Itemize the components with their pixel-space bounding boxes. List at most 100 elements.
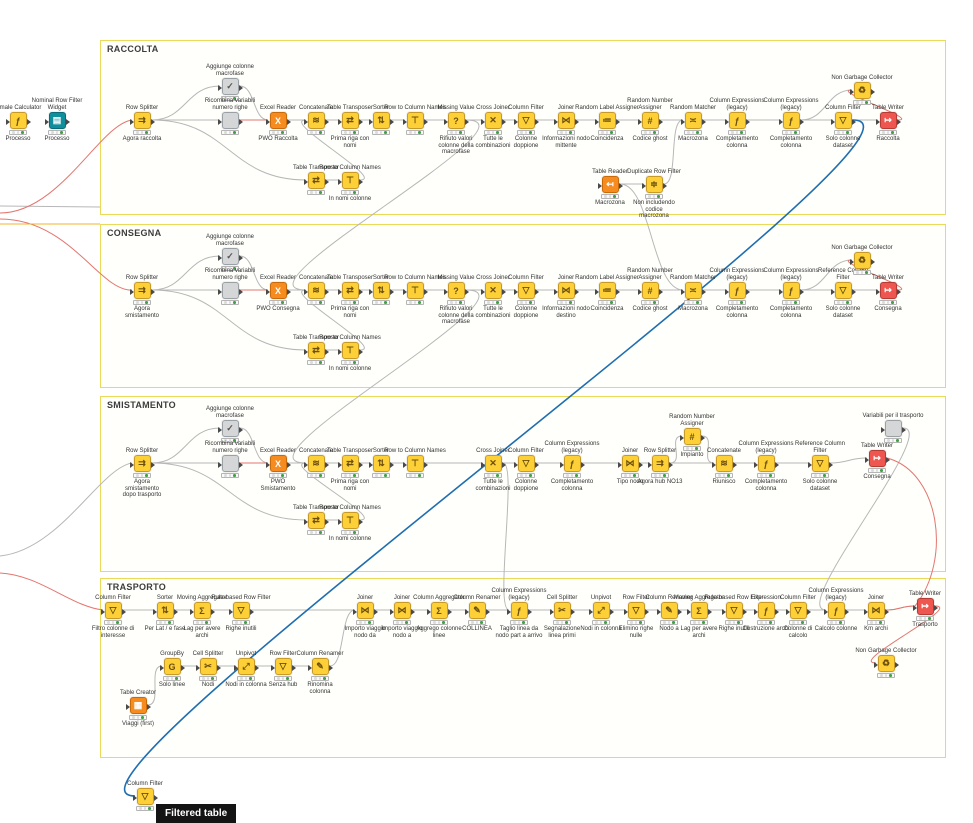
random-label-assigner-icon[interactable]: ≔	[594, 112, 620, 129]
duplicate-row-filter-icon[interactable]: ≑	[641, 176, 667, 193]
column-expressions-icon[interactable]: ƒ	[753, 455, 779, 472]
joiner-icon[interactable]: ⋈	[553, 282, 579, 299]
node-glyph: ⇉	[138, 458, 146, 468]
node-duplicate-row-filter[interactable]: Duplicate Row Filter≑Non includendo codi…	[622, 169, 686, 220]
row-to-column-names-icon[interactable]: ⊤	[402, 282, 428, 299]
node-constant-column[interactable]: Aggiunge colonne macrofase✓	[198, 64, 262, 102]
node-table-creator[interactable]: Table Creator▦Viaggi (first)	[106, 690, 170, 728]
nominal-row-filter-widget-icon[interactable]: ▤	[44, 112, 70, 129]
node-label: Rinomina colonna	[307, 682, 333, 695]
merge-variables-icon[interactable]	[217, 282, 243, 299]
column-expressions-icon[interactable]: ƒ	[724, 112, 750, 129]
column-renamer-icon[interactable]: ✎	[464, 602, 490, 619]
node-glyph: ✂	[204, 661, 212, 671]
node-rule-based-row-filter[interactable]: Rule-based Row Filter▽Righe inutili	[209, 595, 273, 633]
node-row-to-column-names[interactable]: Row to Column Names⊤In nomi colonne	[318, 165, 382, 203]
joiner-icon[interactable]: ⋈	[863, 602, 889, 619]
row-splitter-icon[interactable]: ⇉	[129, 455, 155, 472]
node-row-to-column-names[interactable]: Row to Column Names⊤	[383, 448, 447, 479]
row-splitter-icon[interactable]: ⇉	[129, 112, 155, 129]
table-creator-icon[interactable]: ▦	[125, 697, 151, 714]
random-label-assigner-icon[interactable]: ≔	[594, 282, 620, 299]
random-number-assigner-icon[interactable]: #	[637, 112, 663, 129]
column-filter-icon[interactable]: ▽	[513, 282, 539, 299]
merge-variables-icon[interactable]	[217, 112, 243, 129]
column-expressions-icon[interactable]: ƒ	[823, 602, 849, 619]
joiner-icon[interactable]: ⋈	[553, 112, 579, 129]
column-expressions-icon[interactable]: ƒ	[778, 282, 804, 299]
node-title: Table Writer	[909, 590, 941, 597]
reference-column-filter-icon[interactable]: ▽	[807, 455, 833, 472]
table-writer-icon[interactable]: ↦	[875, 112, 901, 129]
table-writer-icon[interactable]: ↦	[912, 598, 938, 615]
column-filter-icon[interactable]: ▽	[513, 455, 539, 472]
node-row-splitter[interactable]: Row Splitter⇉Agora smistamento dopo tras…	[110, 448, 174, 499]
node-label: Agora hub NO13	[637, 479, 683, 485]
flow-variables-icon[interactable]	[880, 420, 906, 437]
cell-splitter-icon[interactable]: ✂	[549, 602, 575, 619]
constant-column-icon[interactable]: ✓	[217, 248, 243, 265]
node-status-light	[782, 300, 800, 305]
node-column-renamer[interactable]: Column Renamer✎Rinomina colonna	[288, 651, 352, 695]
node-title: Row Splitter	[125, 447, 159, 454]
random-number-assigner-icon[interactable]: #	[637, 282, 663, 299]
moving-aggregator-icon[interactable]: Σ	[189, 602, 215, 619]
column-filter-icon[interactable]: ▽	[513, 112, 539, 129]
node-table-writer[interactable]: Table Writer↦Consegna	[845, 443, 909, 481]
concatenate-icon[interactable]: ≋	[711, 455, 737, 472]
random-matcher-icon[interactable]: ≍	[680, 112, 706, 129]
node-glyph: ↤	[606, 179, 614, 189]
node-row-splitter[interactable]: Row Splitter⇉Agora raccolta	[110, 105, 174, 143]
node-row-to-column-names[interactable]: Row to Column Names⊤In nomi colonne	[318, 335, 382, 373]
node-flow-variables[interactable]: Variabili per il trasporto	[861, 413, 925, 444]
node-row-splitter[interactable]: Row Splitter⇉Agora smistamento	[110, 275, 174, 319]
column-expressions-icon[interactable]: ƒ	[724, 282, 750, 299]
rule-based-row-filter-icon[interactable]: ▽	[228, 602, 254, 619]
column-expressions-icon[interactable]: ƒ	[778, 112, 804, 129]
reference-column-filter-icon[interactable]: ▽	[830, 282, 856, 299]
row-to-column-names-icon[interactable]: ⊤	[402, 455, 428, 472]
row-to-column-names-icon[interactable]: ⊤	[337, 342, 363, 359]
merge-variables-icon[interactable]	[217, 455, 243, 472]
node-glyph: ⊤	[411, 285, 419, 295]
garbage-collector-icon[interactable]: ♻	[849, 252, 875, 269]
column-filter-icon[interactable]: ▽	[830, 112, 856, 129]
column-filter-icon[interactable]: ▽	[100, 602, 126, 619]
node-row-splitter[interactable]: Row Splitter⇉Agora hub NO13	[628, 448, 692, 486]
node-table-writer[interactable]: Table Writer↦Raccolta	[856, 105, 920, 143]
garbage-collector-icon[interactable]: ♻	[873, 655, 899, 672]
node-garbage-collector[interactable]: Non Garbage Collector♻	[830, 245, 894, 276]
node-nominal-row-filter-widget[interactable]: Nominal Row Filter Widget▤Processo	[25, 98, 89, 143]
node-garbage-collector[interactable]: Non Garbage Collector♻	[830, 75, 894, 106]
node-table-writer[interactable]: Table Writer↦Consegna	[856, 275, 920, 313]
formula-calculator-icon[interactable]: ƒ	[5, 112, 31, 129]
node-label: Completamento colonna	[550, 479, 594, 492]
table-reader-icon[interactable]: ↤	[597, 176, 623, 193]
column-expressions-icon[interactable]: ƒ	[559, 455, 585, 472]
node-column-filter[interactable]: Column Filter▽Filtro colonne di interess…	[81, 595, 145, 639]
row-to-column-names-icon[interactable]: ⊤	[402, 112, 428, 129]
random-matcher-icon[interactable]: ≍	[680, 282, 706, 299]
row-to-column-names-icon[interactable]: ⊤	[337, 172, 363, 189]
node-title: Rule-based Row Filter	[211, 594, 271, 601]
constant-column-icon[interactable]: ✓	[217, 420, 243, 437]
node-row-to-column-names[interactable]: Row to Column Names⊤In nomi colonne	[318, 505, 382, 543]
table-writer-icon[interactable]: ↦	[864, 450, 890, 467]
garbage-collector-icon[interactable]: ♻	[849, 82, 875, 99]
node-title: Variabili per il trasporto	[862, 412, 924, 419]
node-title: Aggiunge colonne macrofase	[205, 64, 255, 77]
node-garbage-collector[interactable]: Non Garbage Collector♻	[854, 648, 918, 679]
node-table-writer[interactable]: Table Writer↦Trasporto	[893, 591, 957, 629]
node-reference-column-filter[interactable]: Reference Column Filter▽Solo colonne dat…	[788, 441, 852, 492]
constant-column-icon[interactable]: ✓	[217, 78, 243, 95]
row-to-column-names-icon[interactable]: ⊤	[337, 512, 363, 529]
random-number-assigner-icon[interactable]: #	[679, 428, 705, 445]
table-writer-icon[interactable]: ↦	[875, 282, 901, 299]
column-filter-icon[interactable]: ▽	[132, 788, 158, 805]
column-renamer-icon[interactable]: ✎	[307, 658, 333, 675]
node-glyph: ▽	[839, 285, 847, 295]
row-splitter-icon[interactable]: ⇉	[129, 282, 155, 299]
column-expressions-icon[interactable]: ƒ	[506, 602, 532, 619]
